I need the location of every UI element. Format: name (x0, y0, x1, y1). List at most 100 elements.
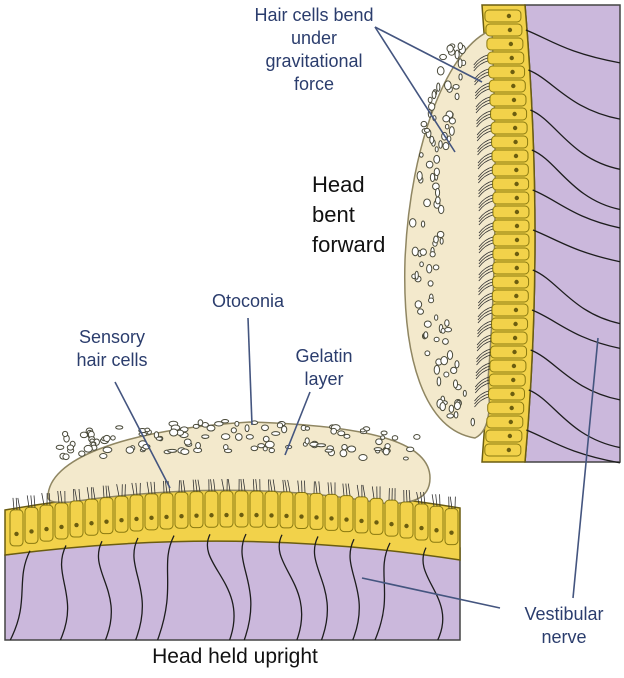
otoconium (454, 402, 460, 410)
label-line: Sensory (52, 326, 172, 349)
hair-cell (492, 290, 528, 302)
otoconium (196, 442, 201, 448)
hair-cell-nucleus (515, 224, 519, 228)
hair-cell-nucleus (514, 168, 518, 172)
hair-cell-nucleus (284, 514, 288, 518)
otoconium (340, 450, 347, 457)
otoconium (441, 357, 448, 365)
otoconium (262, 425, 269, 431)
hair-cell (400, 502, 413, 538)
otoconium (437, 231, 444, 237)
hair-cell-nucleus (507, 14, 511, 18)
hair-cell (485, 10, 521, 22)
otoconium (428, 97, 432, 102)
otoconium (455, 50, 459, 59)
label-line: hair cells (52, 349, 172, 372)
otoconium (424, 128, 429, 132)
hair-cell-nucleus (269, 513, 273, 517)
hair-bundle (268, 479, 269, 491)
hair-cell (430, 506, 443, 542)
otoconium (443, 143, 449, 150)
hair-cell-nucleus (119, 518, 123, 522)
hair-cell (486, 24, 522, 36)
hair-cell (205, 491, 218, 527)
hair-cell-nucleus (164, 515, 168, 519)
otoconium (223, 445, 228, 450)
hair-cell-nucleus (508, 28, 512, 32)
otoconium (436, 197, 441, 204)
hair-cell-nucleus (511, 84, 515, 88)
otoconium (251, 446, 258, 451)
hair-cell (493, 276, 529, 288)
otoconium (427, 265, 432, 273)
otoconium (407, 447, 414, 452)
otoconium (451, 367, 457, 373)
hair-cell-nucleus (512, 350, 516, 354)
hair-cell (493, 262, 529, 274)
otoconium (202, 435, 209, 439)
label-vestibular-nerve: Vestibular nerve (505, 603, 623, 649)
otoconium (374, 448, 382, 451)
otoconium (447, 351, 452, 360)
hair-cell (491, 346, 527, 358)
hair-cell (55, 503, 68, 539)
label-head-held-upright: Head held upright (100, 642, 370, 672)
otoconium (342, 444, 347, 449)
hair-cell (445, 509, 458, 545)
otoconium (435, 147, 438, 152)
hair-cell (295, 493, 308, 529)
otoconium (104, 435, 111, 441)
otoconium (277, 423, 282, 428)
otoconium (439, 141, 442, 149)
otoconium (440, 238, 443, 244)
hair-cell-nucleus (134, 517, 138, 521)
label-line: Otoconia (190, 290, 306, 313)
otoconium (459, 74, 462, 80)
hair-cell-nucleus (359, 519, 363, 523)
hair-cell (487, 416, 523, 428)
otoconium (453, 84, 459, 89)
hair-cell-nucleus (512, 98, 516, 102)
otoconium (445, 320, 449, 327)
hair-cell (493, 248, 529, 260)
hair-bundle (73, 489, 74, 501)
otoconium (79, 451, 85, 456)
hair-cell (115, 496, 128, 532)
otoconium (245, 425, 249, 432)
hair-cell (280, 492, 293, 528)
otoconium (434, 236, 439, 243)
otoconium (415, 271, 418, 279)
hair-cell-nucleus (14, 532, 18, 536)
otoconium (181, 449, 189, 454)
otoconium (414, 435, 420, 440)
otoconium (458, 43, 462, 50)
otoconium (145, 428, 150, 432)
hair-cell (340, 496, 353, 532)
hair-cell-nucleus (224, 513, 228, 517)
otoconium (441, 329, 445, 334)
label-line: Head held upright (100, 642, 370, 672)
otoconium (305, 438, 309, 444)
hair-cell-nucleus (513, 126, 517, 130)
hair-cell-nucleus (514, 154, 518, 158)
hair-cell (40, 505, 53, 541)
otoconium (424, 332, 428, 339)
hair-cell-nucleus (59, 525, 63, 529)
hair-cell-nucleus (209, 513, 213, 517)
otoconium (63, 454, 69, 460)
otoconium (420, 249, 426, 256)
otoconium (170, 429, 178, 436)
label-line: bent (312, 200, 385, 230)
otoconium (426, 161, 433, 168)
otoconium (418, 309, 424, 314)
otoconium (221, 434, 229, 440)
otoconium (434, 168, 439, 175)
hair-cell (492, 304, 528, 316)
hair-cell (488, 402, 524, 414)
otoconium (272, 432, 280, 436)
otoconium (415, 301, 422, 308)
otoconium (338, 431, 345, 436)
otoconium (305, 427, 309, 431)
otoconium (265, 441, 274, 448)
otoconium (455, 93, 459, 99)
